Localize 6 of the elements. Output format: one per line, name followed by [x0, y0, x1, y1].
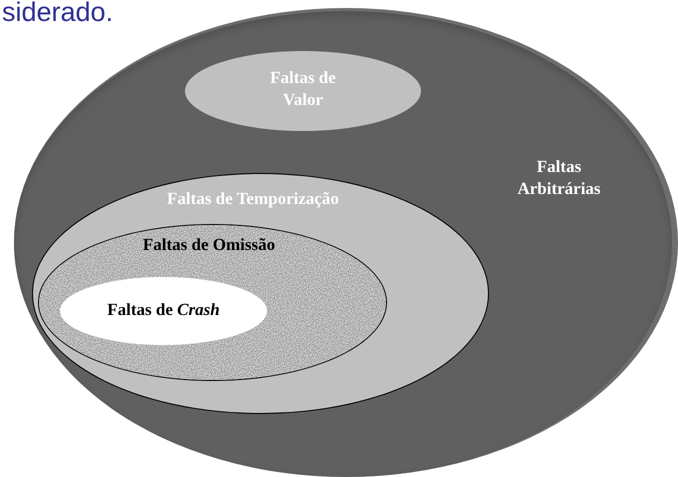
ellipse-label: Faltas Arbitrárias [516, 156, 602, 200]
ellipse-label: Faltas de Temporização [166, 188, 340, 210]
ellipse-label: Faltas de Valor [269, 67, 337, 111]
ellipse-label: Faltas de Omissão [142, 234, 276, 256]
ellipse-label: Faltas de Crash [106, 299, 221, 321]
heading-fragment: siderado. [2, 0, 114, 29]
